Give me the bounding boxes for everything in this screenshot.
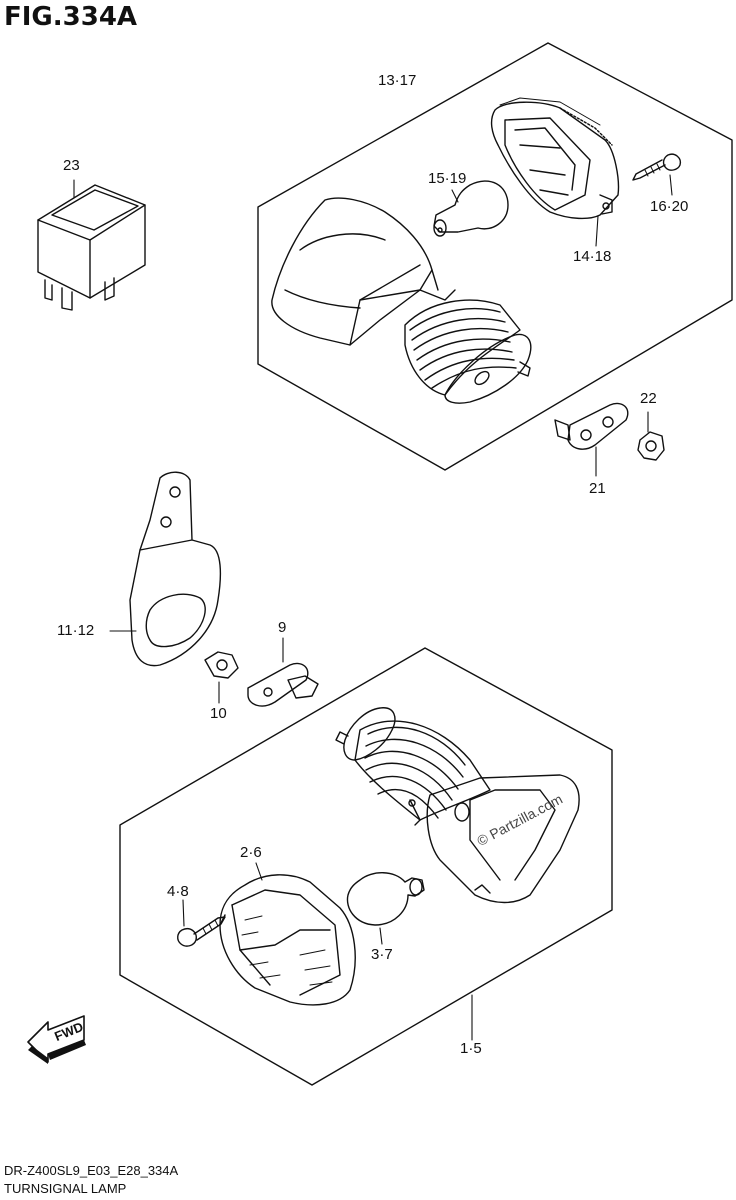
lower-bulb [346,872,425,926]
callout-2-6: 2·6 [240,844,262,861]
lower-assembly-frame [119,647,613,1086]
callout-10: 10 [210,705,227,722]
callout-23: 23 [63,157,80,174]
washer-plate-21 [554,402,629,450]
plate-9 [247,662,319,707]
lower-lens [219,874,356,1006]
callout-14-18: 14·18 [573,248,612,265]
relay-23 [37,184,146,311]
callout-1-5: 1·5 [460,1040,482,1057]
callout-22: 22 [640,390,657,407]
callout-15-19: 15·19 [428,170,467,187]
upper-assembly-frame [257,42,733,471]
callout-9: 9 [278,619,287,636]
diagram-name: TURNSIGNAL LAMP [4,1181,127,1196]
callout-11-12: 11·12 [57,622,95,639]
figure-title: FIG.334A [4,2,138,32]
callout-13-17: 13·17 [378,72,417,89]
callout-21: 21 [589,480,606,497]
fwd-arrow [27,1015,86,1064]
callout-16-20: 16·20 [650,198,689,215]
diagram-code: DR-Z400SL9_E03_E28_334A [4,1163,179,1178]
upper-bulb [433,180,509,237]
callout-4-8: 4·8 [167,883,189,900]
upper-lens [490,97,620,220]
leader-lines [73,174,673,1041]
bracket-11-12 [129,471,222,667]
upper-lamp-body [271,197,532,404]
screw-16-20 [632,153,682,181]
lower-lamp-body [335,707,580,904]
callout-3-7: 3·7 [371,946,393,963]
nut-22 [637,431,665,461]
collar-10 [204,651,239,679]
screw-4-8 [177,916,226,947]
